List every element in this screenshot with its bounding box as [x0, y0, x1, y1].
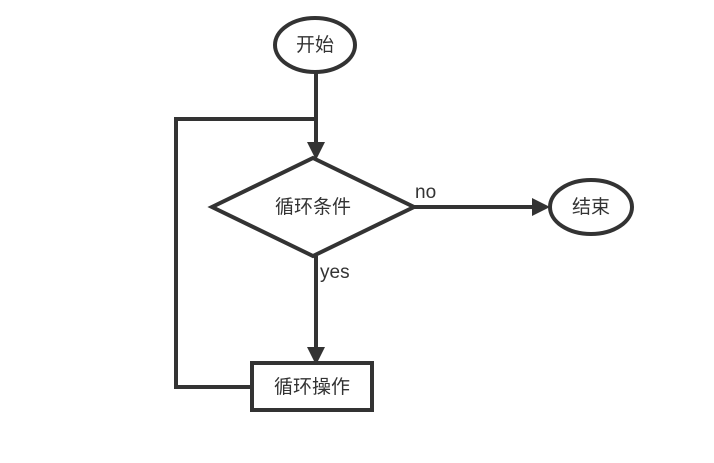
node-start[interactable]: 开始: [273, 16, 357, 74]
node-start-label: 开始: [296, 34, 334, 56]
arrow-head-icon: [307, 347, 325, 365]
node-end-label: 结束: [572, 196, 610, 218]
edge-operation-to-condition: [174, 117, 316, 389]
edge-label-no: no: [415, 182, 436, 203]
edge-condition-to-operation: yes: [307, 256, 350, 365]
node-condition[interactable]: 循环条件: [207, 155, 419, 259]
condition-diamond-shape: [207, 155, 419, 259]
feedback-loop-path: [174, 117, 316, 389]
edge-condition-to-end: no: [410, 182, 550, 216]
arrow-head-icon: [307, 142, 325, 160]
node-end[interactable]: 结束: [548, 178, 634, 236]
edge-start-to-condition: [307, 72, 325, 160]
node-operation[interactable]: 循环操作: [250, 361, 374, 412]
node-operation-label: 循环操作: [274, 376, 350, 398]
edge-label-yes: yes: [320, 262, 350, 283]
operation-rect-shape: [250, 361, 374, 412]
start-ellipse-shape: [273, 16, 357, 74]
end-ellipse-shape: [548, 178, 634, 236]
node-condition-label: 循环条件: [275, 196, 351, 218]
arrow-head-icon: [532, 198, 550, 216]
